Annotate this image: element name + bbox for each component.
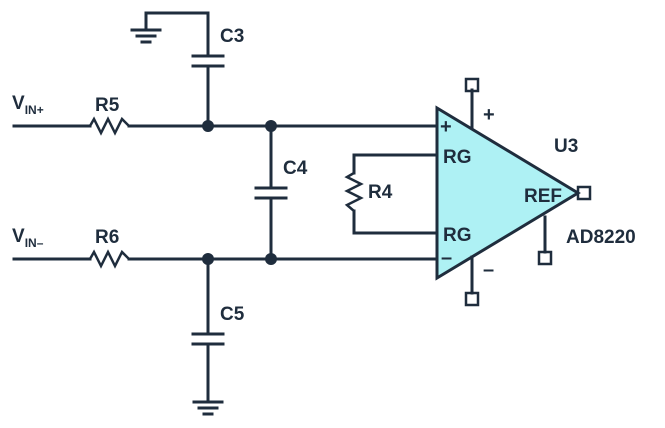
label-vin-plus: VIN+ <box>12 93 44 117</box>
label-pin-minus: – <box>441 247 452 269</box>
resistor-r4-symbol <box>344 171 364 212</box>
label-pin-plus: + <box>440 116 452 138</box>
label-r6: R6 <box>95 227 119 248</box>
label-vin-minus: VIN– <box>12 226 44 250</box>
pin-square-supply-plus <box>464 77 480 93</box>
label-pin-ref: REF <box>524 186 562 207</box>
wire-c3-to-ground <box>144 11 210 58</box>
pin-square-output <box>576 185 592 201</box>
junction-dot <box>202 120 214 132</box>
instrumentation-amplifier-triangle <box>435 105 581 281</box>
label-c3: C3 <box>220 26 244 47</box>
label-pin-rg-top: RG <box>443 147 472 168</box>
ground-icon-bottom <box>192 400 224 416</box>
label-part-number: AD8220 <box>566 227 636 248</box>
ground-icon-top <box>130 28 162 44</box>
label-c4: C4 <box>283 158 308 179</box>
junction-dot <box>202 253 214 265</box>
wire-rg-top <box>352 153 439 175</box>
junction-dot <box>265 253 277 265</box>
label-supply-minus: – <box>483 259 494 281</box>
wire-rg-bottom <box>352 209 439 235</box>
pin-square-supply-minus <box>464 291 480 307</box>
label-supply-plus: + <box>483 104 495 126</box>
label-r4: R4 <box>368 182 393 203</box>
label-r5: R5 <box>95 95 120 116</box>
label-designator: U3 <box>554 136 578 157</box>
label-pin-rg-bottom: RG <box>443 225 472 246</box>
label-c5: C5 <box>220 304 245 325</box>
junction-dot <box>265 120 277 132</box>
resistor-r6-symbol <box>88 249 130 269</box>
pin-square-ref <box>537 250 553 266</box>
resistor-r5-symbol <box>88 116 130 136</box>
